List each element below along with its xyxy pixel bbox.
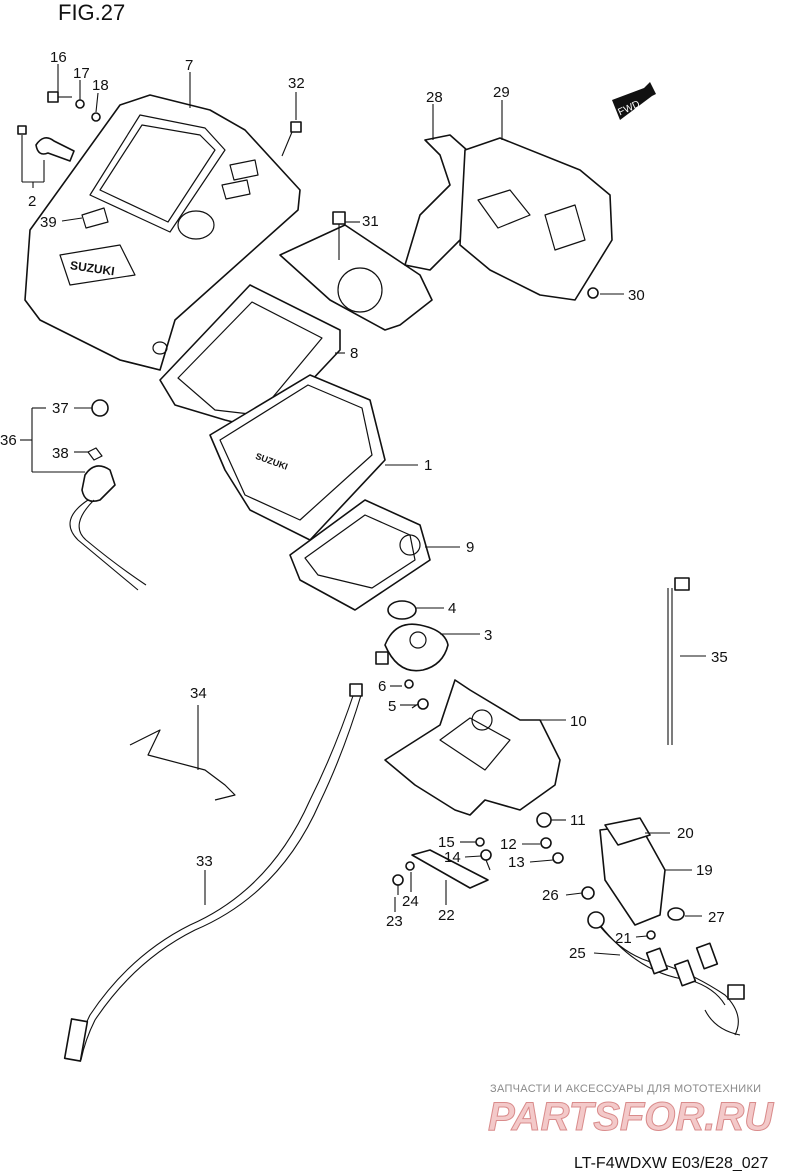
washer-6 [404,679,414,689]
part-label-1: 1 [424,457,432,474]
screw-21 [646,930,656,940]
bulb-socket-37 [91,399,109,417]
screw-23 [392,874,404,895]
bracket-10 [384,679,561,816]
part-label-30: 30 [628,287,645,304]
part-label-16: 16 [50,49,67,66]
part-label-28: 28 [426,89,443,106]
part-label-22: 22 [438,907,455,924]
part-label-14: 14 [444,849,461,866]
part-label-21: 21 [615,930,632,947]
model-code: LT-F4WDXW E03/E28_027 [574,1155,769,1172]
part-label-33: 33 [196,853,213,870]
watermark-tagline: ЗАПЧАСТИ И АКСЕССУАРЫ ДЛЯ МОТОТЕХНИКИ [490,1083,761,1095]
indicator-socket-36 [69,465,147,591]
callout-labels: 1 2 3 4 5 6 7 8 9 10 11 12 13 14 15 16 1… [0,49,728,962]
watermark-logo: PARTSFOR.RU [488,1095,774,1139]
part-label-38: 38 [52,445,69,462]
part-label-12: 12 [500,836,517,853]
meter-drive-3 [375,623,449,672]
clamp-35 [667,577,690,745]
washer-24 [405,861,415,871]
part-label-34: 34 [190,685,207,702]
bolt-16 [47,91,72,103]
part-label-39: 39 [40,214,57,231]
bolt-31 [332,211,346,260]
part-label-17: 17 [73,65,90,82]
leader-lines [20,64,706,956]
part-label-4: 4 [448,600,456,617]
clamp-34 [129,729,236,801]
part-label-35: 35 [711,649,728,666]
harness-25 [587,911,745,1036]
part-label-23: 23 [386,913,403,930]
screw-32 [281,121,302,157]
screw-14 [480,849,492,871]
part-label-5: 5 [388,698,396,715]
figure-title: FIG.27 [58,0,125,25]
part-label-26: 26 [542,887,559,904]
part-label-29: 29 [493,84,510,101]
screw-5 [411,698,429,710]
washer-15 [475,837,485,847]
part-label-8: 8 [350,345,358,362]
o-ring-4 [387,600,417,620]
cushion-11 [536,812,552,828]
part-label-20: 20 [677,825,694,842]
frame-9 [289,499,431,611]
washer-18 [91,112,101,122]
part-label-19: 19 [696,862,713,879]
cover-20 [604,817,651,846]
part-label-10: 10 [570,713,587,730]
part-label-2: 2 [28,193,36,210]
nut-13 [552,852,564,864]
part-label-9: 9 [466,539,474,556]
part-label-11: 11 [570,812,586,829]
part-label-7: 7 [185,57,193,74]
part-label-36: 36 [0,432,17,449]
clip-30 [587,287,599,299]
plate-22 [411,849,489,889]
grommet-screw-2 [17,125,75,162]
part-label-31: 31 [362,213,379,230]
part-label-3: 3 [484,627,492,644]
part-label-24: 24 [402,893,419,910]
cover-29 [459,137,613,301]
part-label-27: 27 [708,909,725,926]
part-label-15: 15 [438,834,455,851]
cushion-12 [540,837,552,849]
label-39 [81,207,109,229]
bulb-26 [581,886,595,900]
svg-text:SUZUKI: SUZUKI [69,258,115,278]
part-label-32: 32 [288,75,305,92]
meter-cover: SUZUKI [24,94,301,371]
meter-case-1: SUZUKI [209,374,386,541]
washer-17 [75,99,85,109]
bulb-27 [667,907,685,921]
clip-38 [87,447,103,461]
part-label-6: 6 [378,678,386,695]
fwd-arrow-icon: FWD [612,82,656,120]
part-label-18: 18 [92,77,109,94]
cable-33 [63,683,363,1062]
part-label-37: 37 [52,400,69,417]
part-label-13: 13 [508,854,525,871]
part-label-25: 25 [569,945,586,962]
